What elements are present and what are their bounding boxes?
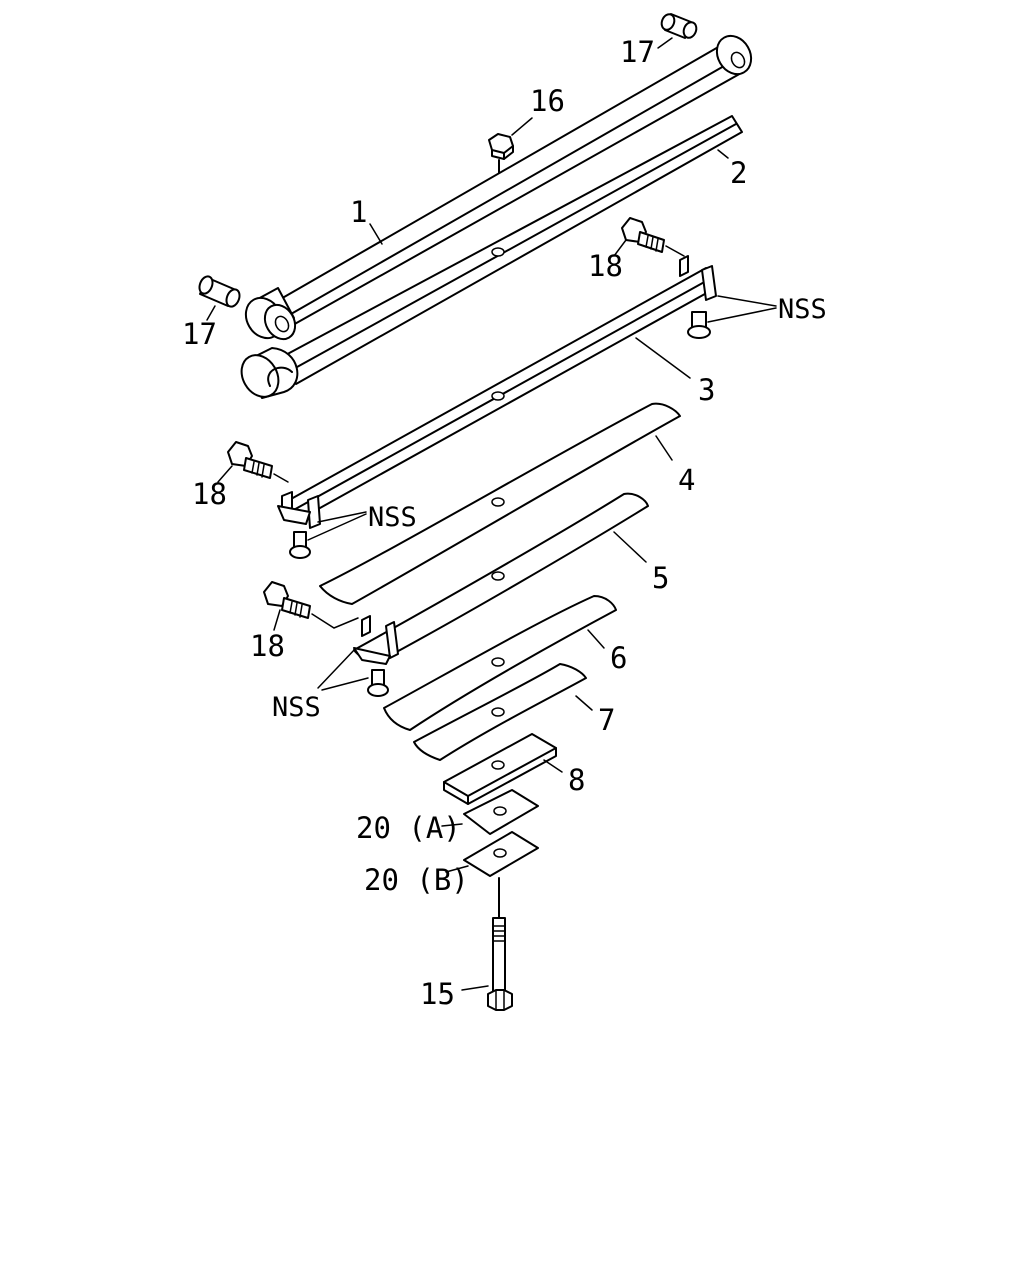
callout-6: 6 xyxy=(610,641,627,675)
callout-18-mid: 18 xyxy=(192,477,227,511)
callout-nss-low: NSS xyxy=(272,692,321,723)
leader-18-mid xyxy=(217,465,233,483)
leader-17-top xyxy=(657,37,673,49)
callout-18-top: 18 xyxy=(588,249,623,283)
leader-nss-mid-a xyxy=(317,511,367,523)
rivet-nss-mid xyxy=(289,531,311,559)
shim-20a xyxy=(463,789,539,835)
leader-7 xyxy=(575,695,593,711)
callout-16: 16 xyxy=(530,84,565,118)
bushing-17-left xyxy=(198,275,241,308)
bushing-17-top xyxy=(660,13,698,39)
callout-20b: 20 (B) xyxy=(364,863,469,897)
leaf-1 xyxy=(244,34,753,341)
center-bolt-15 xyxy=(487,877,513,1011)
callout-5: 5 xyxy=(652,561,669,595)
leaf-7 xyxy=(413,663,587,761)
leader-20a xyxy=(441,823,463,827)
leader-8 xyxy=(543,759,563,773)
bolt-18-low xyxy=(263,581,359,629)
callout-3: 3 xyxy=(698,373,715,407)
leader-6 xyxy=(587,629,605,649)
leader-16 xyxy=(511,117,533,136)
leader-nss-low-b xyxy=(321,677,369,691)
bolt-18-mid xyxy=(227,441,289,483)
leaf-5 xyxy=(353,492,649,665)
callout-nss-mid: NSS xyxy=(368,502,417,533)
leader-nss-right-a xyxy=(717,295,777,307)
leader-17-left xyxy=(206,305,216,321)
rivet-nss-low xyxy=(367,669,389,697)
callout-1: 1 xyxy=(350,195,367,229)
callout-18-low: 18 xyxy=(250,629,285,663)
plate-8 xyxy=(443,733,557,805)
leader-18-low xyxy=(273,609,281,631)
callout-20a: 20 (A) xyxy=(356,811,461,845)
callout-7: 7 xyxy=(598,703,615,737)
callout-nss-right: NSS xyxy=(778,294,827,325)
leader-20b xyxy=(445,865,469,873)
leader-nss-mid-b xyxy=(307,513,367,541)
callout-8: 8 xyxy=(568,763,585,797)
shim-20b xyxy=(463,831,539,877)
callout-2: 2 xyxy=(730,156,747,190)
leaf-4 xyxy=(319,402,681,605)
callout-17-left: 17 xyxy=(182,317,217,351)
leader-5 xyxy=(613,531,647,563)
leader-18-top xyxy=(613,239,627,257)
leader-4 xyxy=(655,435,673,461)
leader-3 xyxy=(635,337,691,379)
bolt-18-top xyxy=(621,217,685,257)
leader-15 xyxy=(461,985,489,991)
callout-15: 15 xyxy=(420,977,455,1011)
leaf-2 xyxy=(240,115,743,399)
rivet-nss-right xyxy=(687,311,711,339)
leader-1 xyxy=(369,223,383,245)
leaf-6 xyxy=(383,595,617,731)
leader-2 xyxy=(717,149,729,159)
callout-17-top: 17 xyxy=(620,35,655,69)
leader-nss-right-b xyxy=(707,307,777,323)
leader-nss-low-a xyxy=(317,647,357,689)
leaf-3 xyxy=(277,255,717,529)
callout-4: 4 xyxy=(678,463,695,497)
